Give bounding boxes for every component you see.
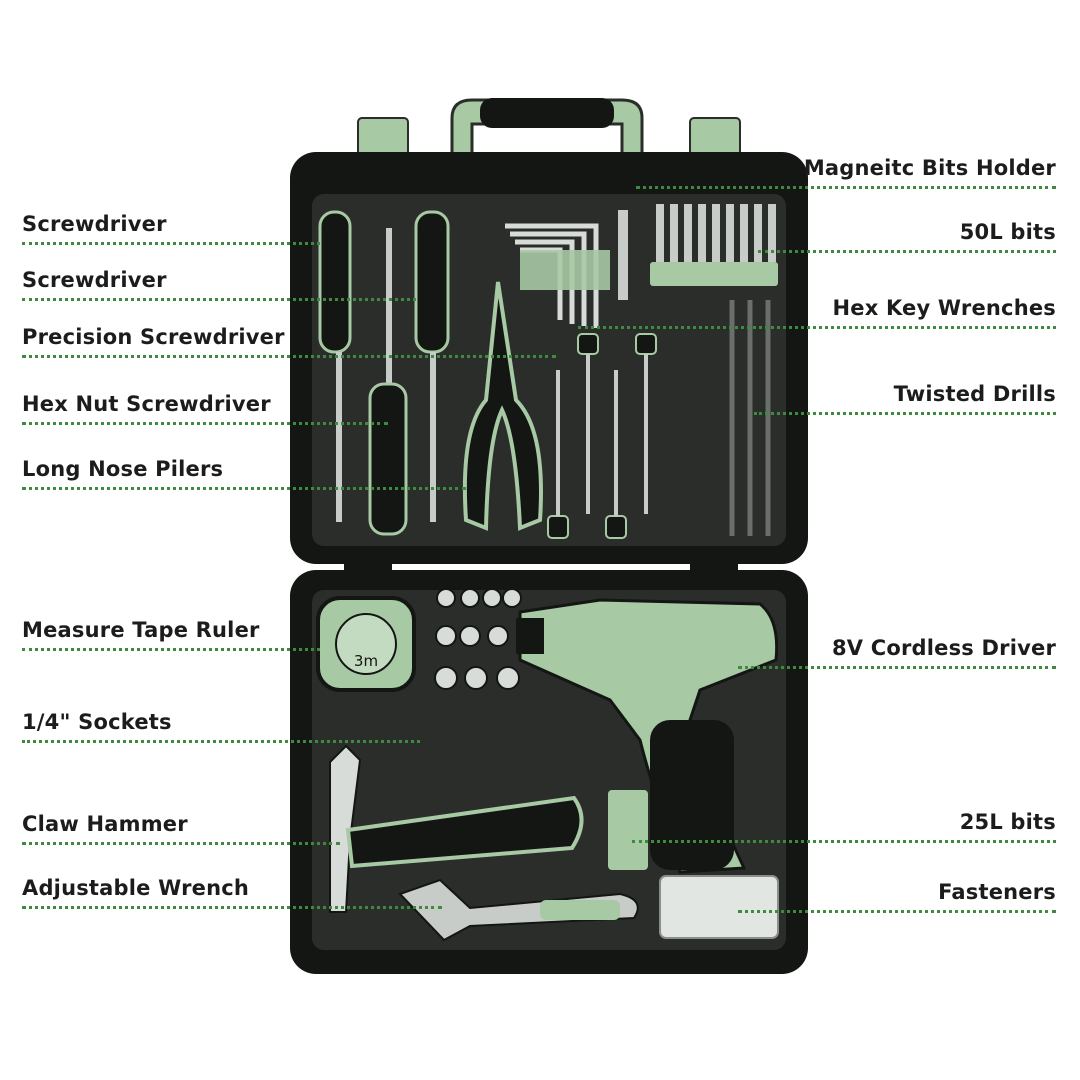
leader-line: [758, 250, 1056, 253]
case-base: 3m: [290, 570, 808, 974]
callout-label: Long Nose Pilers: [22, 457, 224, 481]
leader-line: [636, 186, 1056, 189]
callout-claw-hammer: Claw Hammer: [22, 812, 340, 845]
leader-line: [22, 487, 466, 490]
leader-line: [22, 740, 420, 743]
callout-label: Twisted Drills: [893, 382, 1056, 406]
callout-measure-tape-ruler: Measure Tape Ruler: [22, 618, 320, 651]
callout-adjustable-wrench: Adjustable Wrench: [22, 876, 442, 909]
case-lid: [290, 98, 808, 564]
callout-label: Hex Key Wrenches: [832, 296, 1056, 320]
leader-line: [22, 906, 442, 909]
leader-line: [22, 648, 320, 651]
callout-fasteners: Fasteners: [738, 880, 1056, 913]
callout-25l-bits: 25L bits: [632, 810, 1056, 843]
callout-label: Screwdriver: [22, 268, 167, 292]
leader-line: [754, 412, 1056, 415]
callout-label: Adjustable Wrench: [22, 876, 250, 900]
callout-precision-screwdriver: Precision Screwdriver: [22, 325, 556, 358]
callout-label: Measure Tape Ruler: [22, 618, 260, 642]
callout-hex-key-wrenches: Hex Key Wrenches: [578, 296, 1056, 329]
callout-hex-nut-screwdriver: Hex Nut Screwdriver: [22, 392, 388, 425]
callout-label: Screwdriver: [22, 212, 167, 236]
callout-50l-bits: 50L bits: [758, 220, 1056, 253]
callout-label: Hex Nut Screwdriver: [22, 392, 271, 416]
leader-line: [22, 298, 416, 301]
leader-line: [22, 355, 556, 358]
callout-magnetic-bits-holder: Magneitc Bits Holder: [632, 156, 1056, 189]
callout-label: 50L bits: [959, 220, 1056, 244]
callout-twisted-drills: Twisted Drills: [754, 382, 1056, 415]
callout-label: Precision Screwdriver: [22, 325, 285, 349]
callout-long-nose-pliers: Long Nose Pilers: [22, 457, 466, 490]
callout-label: 1/4" Sockets: [22, 710, 172, 734]
leader-line: [22, 422, 388, 425]
callout-sockets: 1/4" Sockets: [22, 710, 420, 743]
leader-line: [22, 242, 320, 245]
leader-line: [632, 840, 1056, 843]
callout-screwdriver-2: Screwdriver: [22, 268, 416, 301]
leader-line: [578, 326, 1056, 329]
tape-measure-text: 3m: [354, 652, 378, 670]
leader-line: [22, 842, 340, 845]
leader-line: [738, 666, 1056, 669]
callout-label: 25L bits: [959, 810, 1056, 834]
callout-label: Claw Hammer: [22, 812, 188, 836]
callout-label: Magneitc Bits Holder: [803, 156, 1056, 180]
callout-screwdriver-1: Screwdriver: [22, 212, 320, 245]
leader-line: [738, 910, 1056, 913]
callout-label: 8V Cordless Driver: [831, 636, 1056, 660]
callout-label: Fasteners: [938, 880, 1056, 904]
callout-cordless-driver: 8V Cordless Driver: [738, 636, 1056, 669]
